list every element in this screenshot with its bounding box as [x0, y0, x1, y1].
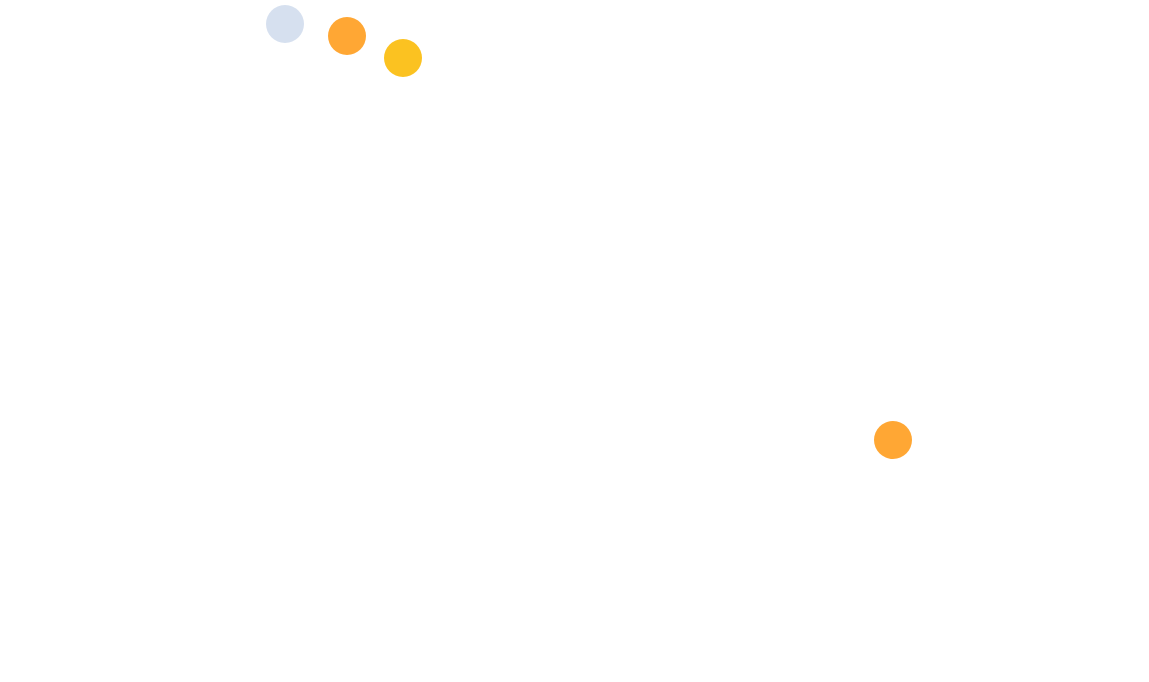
dot-orange-lower: [874, 421, 912, 459]
dot-yellow: [384, 39, 422, 77]
dot-light-blue: [266, 5, 304, 43]
dot-orange: [328, 17, 366, 55]
